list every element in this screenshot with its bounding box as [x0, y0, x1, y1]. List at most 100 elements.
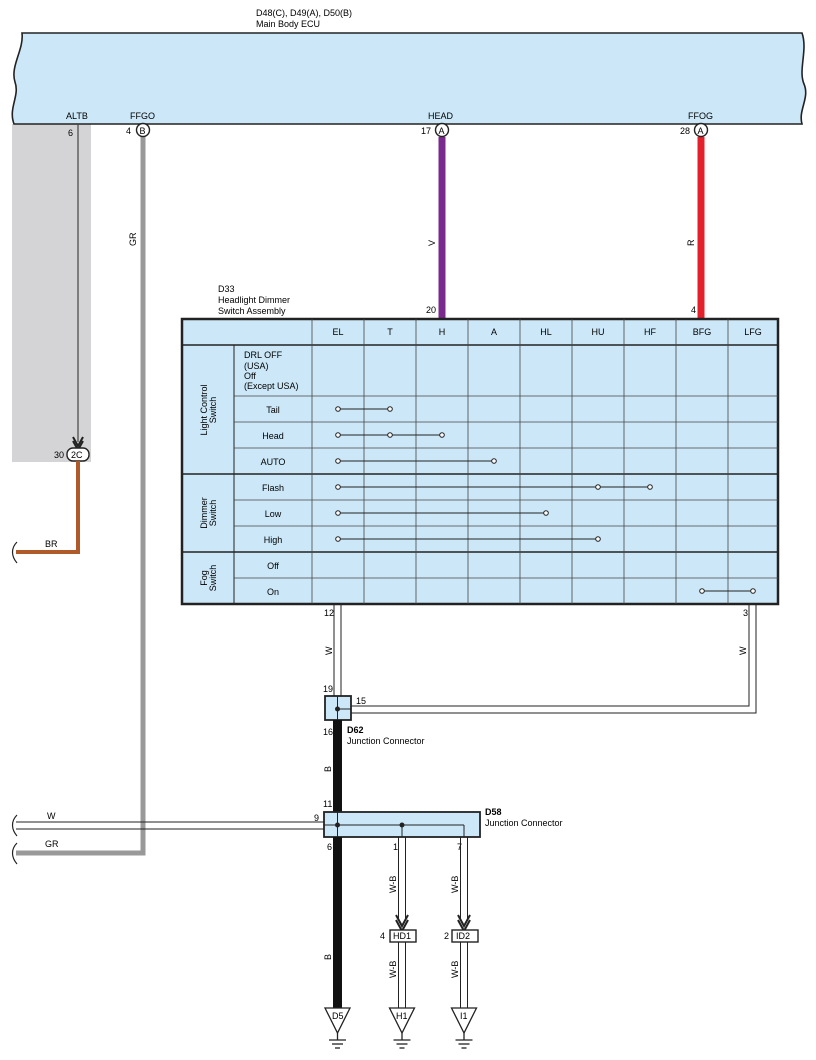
wb-wire-label: W-B: [450, 876, 460, 893]
terminal-altb-pin: 6: [68, 128, 73, 138]
d62-pin-bottom: 16: [323, 727, 333, 737]
switch-name-2: Switch Assembly: [218, 306, 286, 316]
wire-break-icon: [11, 541, 18, 564]
wire-break-icon: [11, 842, 18, 865]
terminal-ffgo-pin: 4: [126, 126, 131, 136]
ground-h1-label: H1: [396, 1011, 408, 1021]
row-label: Tail: [266, 405, 280, 415]
ground-i1-label: I1: [460, 1011, 468, 1021]
group-label: Switch: [208, 565, 218, 592]
terminal-head-name: HEAD: [428, 111, 454, 121]
row-label: Low: [265, 509, 282, 519]
junction-dot: [399, 822, 405, 828]
column-header: HU: [592, 327, 605, 337]
row-label: DRL OFF: [244, 350, 283, 360]
ground-h1: [388, 1007, 416, 1049]
arrow-icon: [395, 914, 409, 929]
wb-wire-hd1: [398, 837, 406, 920]
wb-wire-label: W-B: [450, 961, 460, 978]
column-header: HL: [540, 327, 552, 337]
connector-head-letter: A: [439, 126, 445, 136]
d58-pin-right: 7: [457, 842, 462, 852]
wb-wire-i1: [460, 942, 468, 1008]
b-wire-upper-label: B: [323, 766, 333, 772]
switch-code: D33: [218, 284, 235, 294]
row-label: (Except USA): [244, 381, 299, 391]
connector-id2-name: ID2: [456, 931, 470, 941]
junction-dot: [335, 706, 340, 712]
connector-hd1-pin: 4: [380, 931, 385, 941]
group-label: Light Control: [199, 384, 209, 435]
inline-connector-label: 2C: [71, 450, 83, 460]
arrow-icon: [457, 914, 471, 929]
group-label: Switch: [208, 397, 218, 424]
terminal-altb-name: ALTB: [66, 111, 88, 121]
v-wire-label: V: [427, 240, 437, 246]
connector-id2: [451, 929, 479, 943]
switch-pin-left: 12: [324, 608, 334, 618]
row-label: AUTO: [261, 457, 286, 467]
connector-hd1: [389, 929, 417, 943]
connector-ffog: [693, 122, 709, 138]
switch-pin-ffog: 4: [691, 305, 696, 315]
row-label: (USA): [244, 361, 269, 371]
r-wire-label: R: [686, 239, 696, 246]
wb-wire-label: W-B: [388, 876, 398, 893]
w-wire-left-label: W: [324, 646, 334, 655]
d58-pin-top: 11: [323, 799, 332, 809]
column-header: EL: [332, 327, 343, 337]
ground-i1: [450, 1007, 478, 1049]
d58-code: D58: [485, 807, 502, 817]
ground-d5: [323, 1007, 352, 1049]
connector-ffgo-letter: B: [140, 126, 146, 136]
d58-pin-bottom-left: 6: [327, 842, 332, 852]
wb-wire-label: W-B: [388, 961, 398, 978]
connector-head: [434, 122, 450, 138]
wb-wire-id2: [460, 837, 468, 920]
group-label: Fog: [199, 570, 209, 586]
ground-d5-label: D5: [332, 1011, 344, 1021]
wb-wire-h1: [398, 942, 406, 1008]
switch-pin-right: 3: [743, 608, 748, 618]
switch-name-1: Headlight Dimmer: [218, 295, 290, 305]
w-wire-right: [351, 604, 757, 714]
column-header: T: [387, 327, 393, 337]
gr-wire: [16, 137, 146, 856]
column-header: LFG: [744, 327, 762, 337]
ecu-name: Main Body ECU: [256, 19, 320, 29]
row-label: Off: [244, 371, 256, 381]
switch-pin-head: 20: [426, 305, 436, 315]
row-label: Head: [262, 431, 284, 441]
d58-pin-mid: 1: [393, 842, 398, 852]
ecu-box: [11, 32, 807, 125]
w-wire-left: [333, 604, 342, 696]
row-label: Off: [267, 561, 279, 571]
w-wire-right-label: W: [738, 646, 748, 655]
shaded-area: [12, 124, 91, 462]
column-header: A: [491, 327, 497, 337]
d58-name: Junction Connector: [485, 818, 563, 828]
junction-dot: [335, 822, 340, 828]
w-wire-in-label: W: [47, 811, 56, 821]
d58-pin-left: 9: [314, 813, 319, 823]
gr-wire-label: GR: [128, 232, 138, 246]
row-label: Flash: [262, 483, 284, 493]
group-label: Switch: [208, 500, 218, 527]
continuity-marks: [335, 406, 756, 594]
d62-pin-right: 15: [356, 696, 366, 706]
arrow-icon: [72, 436, 84, 449]
column-header: BFG: [693, 327, 712, 337]
b-wire-lower-label: B: [323, 954, 333, 960]
row-label: On: [267, 587, 279, 597]
ecu-code: D48(C), D49(A), D50(B): [256, 8, 352, 18]
connector-ffgo: [135, 122, 151, 138]
w-wire-in: [16, 821, 324, 830]
gr-wire-in-label: GR: [45, 839, 59, 849]
d62-pin-top: 19: [323, 684, 333, 694]
br-wire: [16, 461, 80, 554]
br-wire-label: BR: [45, 539, 58, 549]
wire-break-icon: [11, 814, 18, 837]
group-label: Dimmer: [199, 497, 209, 529]
d62-code: D62: [347, 725, 364, 735]
